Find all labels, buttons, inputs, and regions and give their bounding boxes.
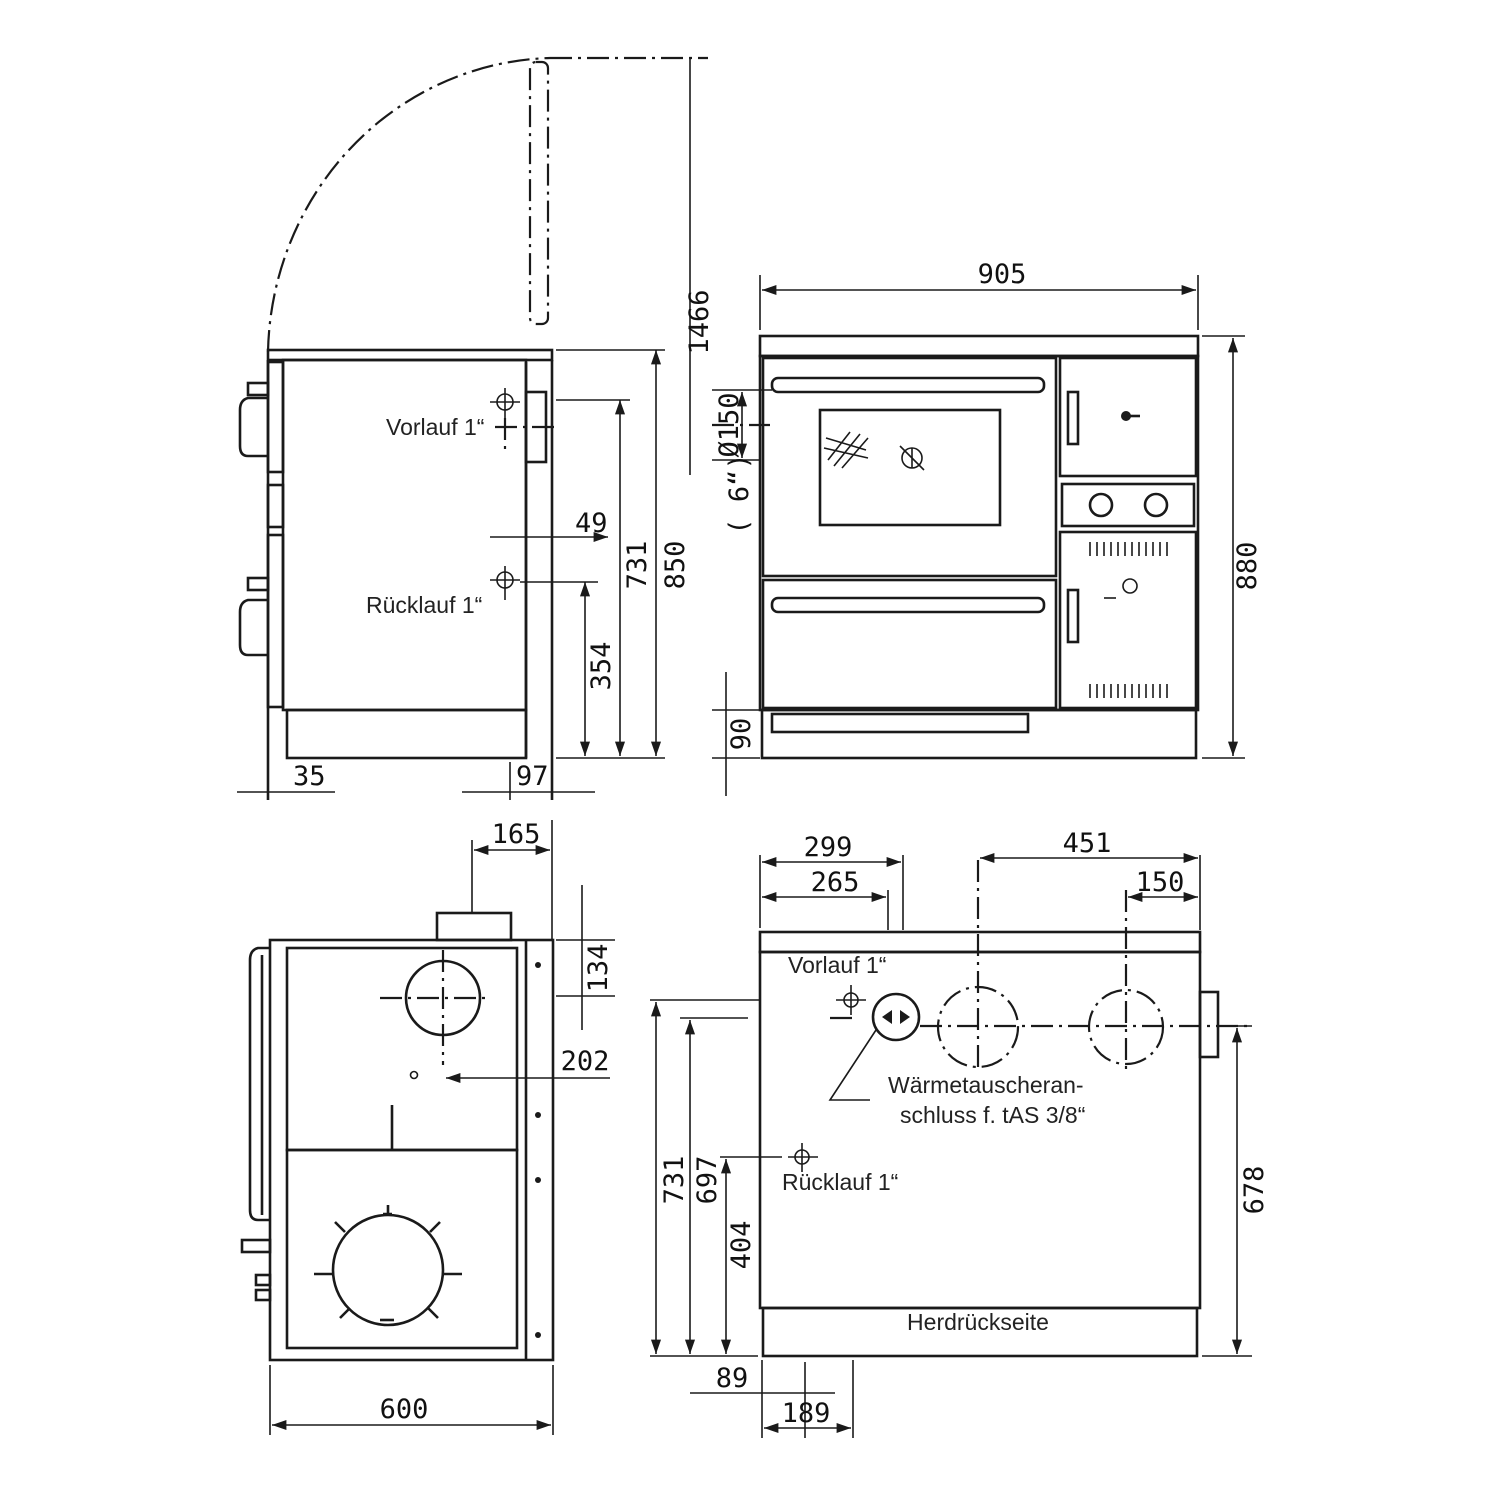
dim-90: 90 bbox=[726, 718, 757, 751]
exchanger-label-line1: Wärmetauscheran- bbox=[888, 1072, 1084, 1098]
oven-door bbox=[761, 356, 1058, 578]
dim-404: 404 bbox=[726, 1221, 757, 1270]
door-edge-lower bbox=[266, 533, 285, 709]
dim-731: 731 bbox=[622, 541, 653, 590]
hotplate-lower bbox=[285, 1148, 519, 1350]
dim-35: 35 bbox=[293, 761, 326, 792]
door-edge-middle bbox=[266, 483, 285, 529]
side-supply-label: Vorlauf 1“ bbox=[386, 414, 484, 440]
front-view: 905 880 Ø150 ( 6“) 90 bbox=[712, 259, 1263, 796]
drawer-handle bbox=[770, 596, 1046, 614]
dim-202: 202 bbox=[561, 1046, 610, 1077]
dim-600: 600 bbox=[380, 1394, 429, 1425]
dim-diameter-150: Ø150 bbox=[714, 392, 745, 457]
dim-265: 265 bbox=[811, 867, 860, 898]
rear-top-plate bbox=[758, 930, 1202, 954]
vent-top bbox=[1089, 542, 1168, 556]
side-body bbox=[281, 358, 528, 712]
hotplate-upper bbox=[285, 946, 519, 1152]
dim-6-inch: ( 6“) bbox=[724, 453, 755, 534]
dim-451: 451 bbox=[1063, 828, 1112, 859]
dim-189: 189 bbox=[782, 1398, 831, 1429]
firebox-door bbox=[1058, 356, 1198, 478]
raised-lid bbox=[528, 60, 550, 326]
dim-354: 354 bbox=[586, 642, 617, 691]
oven-window bbox=[818, 408, 1002, 527]
rear-body bbox=[758, 950, 1202, 1310]
top-view: 165 134 202 600 bbox=[240, 819, 615, 1435]
dim-850: 850 bbox=[660, 541, 691, 590]
exchanger-label-line2: schluss f. tAS 3/8“ bbox=[900, 1102, 1085, 1128]
side-view: Vorlauf 1“ Rücklauf 1“ 1466 850 731 354 … bbox=[237, 56, 715, 800]
dim-697: 697 bbox=[692, 1156, 723, 1205]
rear-view: Vorlauf 1“ Rücklauf 1“ Wärmetauscheran- … bbox=[650, 828, 1270, 1438]
rear-return-label: Rücklauf 1“ bbox=[782, 1169, 898, 1195]
control-knob-1 bbox=[1088, 492, 1114, 518]
side-return-label: Rücklauf 1“ bbox=[366, 592, 482, 618]
back-side-label: Herdrückseite bbox=[907, 1309, 1049, 1335]
flue-collar bbox=[435, 911, 513, 942]
top-plate bbox=[266, 348, 554, 362]
dim-134: 134 bbox=[583, 944, 614, 993]
control-panel bbox=[1060, 482, 1196, 528]
dim-89: 89 bbox=[716, 1363, 749, 1394]
cooktop bbox=[758, 334, 1200, 358]
glass-hatching bbox=[823, 431, 869, 469]
door-edge-upper bbox=[266, 360, 285, 474]
dim-49: 49 bbox=[575, 508, 608, 539]
dim-150: 150 bbox=[1136, 867, 1185, 898]
top-outline bbox=[268, 938, 555, 1362]
dim-165: 165 bbox=[492, 819, 541, 850]
dim-880: 880 bbox=[1232, 542, 1263, 591]
dim-1466: 1466 bbox=[684, 289, 715, 354]
ash-door-knob bbox=[1122, 578, 1138, 594]
vent-bottom bbox=[1089, 684, 1168, 698]
ash-door bbox=[1058, 530, 1198, 710]
dim-299: 299 bbox=[804, 832, 853, 863]
dim-97: 97 bbox=[516, 761, 549, 792]
dim-731-rear: 731 bbox=[659, 1156, 690, 1205]
rear-plinth bbox=[761, 1306, 1199, 1358]
door-handle-lower bbox=[238, 598, 268, 657]
door-handle-upper bbox=[238, 396, 268, 458]
control-knob-2 bbox=[1143, 492, 1169, 518]
side-plinth bbox=[285, 708, 528, 760]
side-connector bbox=[1198, 990, 1220, 1059]
rear-supply-label: Vorlauf 1“ bbox=[788, 952, 886, 978]
oven-handle bbox=[770, 376, 1046, 394]
dim-678: 678 bbox=[1239, 1166, 1270, 1215]
exchanger-port bbox=[871, 992, 921, 1042]
front-plinth bbox=[760, 708, 1198, 760]
lid-swing-arc bbox=[266, 56, 551, 353]
drawer-front bbox=[761, 578, 1058, 710]
dim-905: 905 bbox=[978, 259, 1027, 290]
